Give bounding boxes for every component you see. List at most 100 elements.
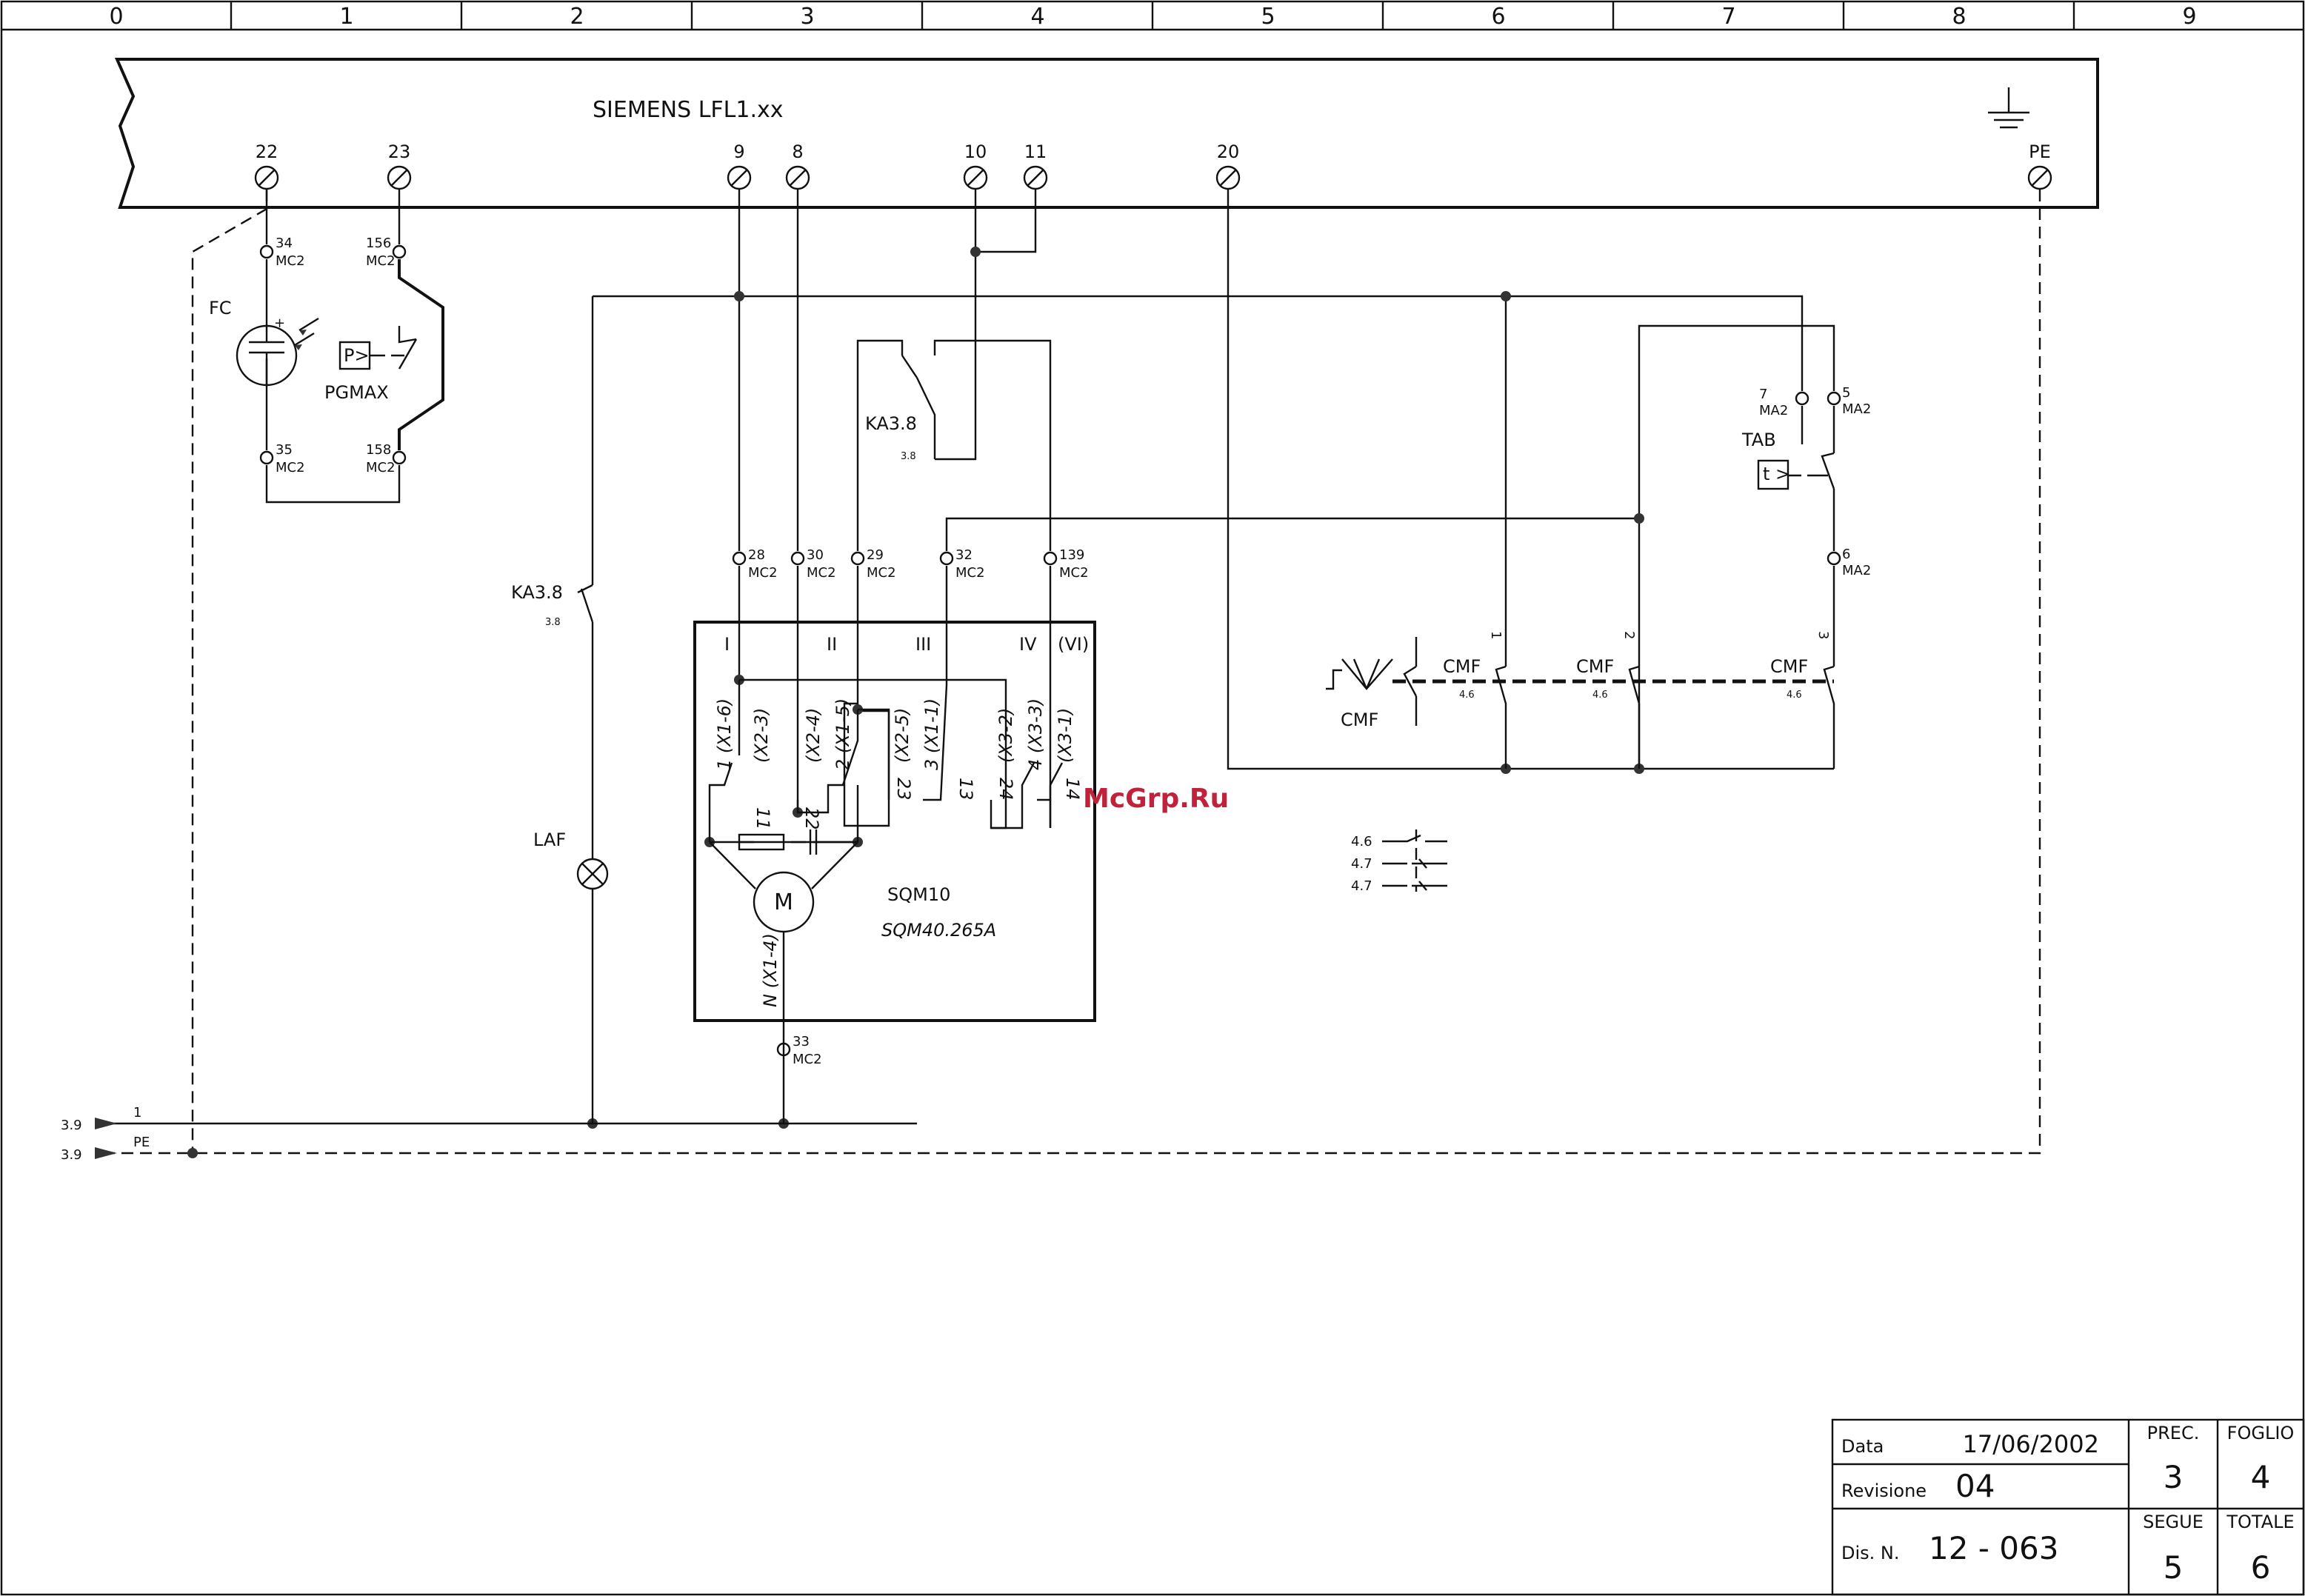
contact-label: 2 (X1-5) (833, 698, 853, 770)
screw-terminal (963, 165, 988, 190)
motor-label: M (774, 889, 793, 915)
lamp-laf: LAF (533, 829, 609, 1123)
contact-number: 11 (753, 807, 773, 830)
terminal-label-10: 10 (964, 141, 987, 162)
cam-label-IV: IV (1019, 634, 1037, 655)
cmf-num-3: 3 (1815, 631, 1831, 639)
zone-0: 0 (109, 4, 123, 30)
totale-label: TOTALE (2226, 1512, 2294, 1532)
zone-8: 8 (1952, 4, 1966, 30)
switch-cmf: CMF CMF CMF CMF 4.6 4.6 4.6 1 2 3 (1326, 631, 1835, 769)
pressure-symbol: P> (344, 345, 370, 366)
screw-terminal (1215, 165, 1241, 190)
revision-label: Revisione (1841, 1480, 1927, 1501)
fc-label: FC (209, 298, 232, 318)
contact-number: 13 (955, 778, 976, 801)
contact-xref: 4.6 4.7 4.7 (1351, 829, 1447, 894)
revision-value: 04 (1955, 1468, 1995, 1504)
totale-value: 6 (2251, 1549, 2271, 1586)
conn-number: 35 (276, 442, 293, 458)
conn-number: 28 (748, 547, 765, 563)
segue-value: 5 (2164, 1549, 2184, 1586)
terminal-label-11: 11 (1024, 141, 1047, 162)
conn-block: MC2 (366, 460, 396, 475)
cmf-c-label: CMF (1770, 656, 1808, 677)
motor-circle (753, 871, 815, 933)
wiring (96, 190, 2041, 1155)
conn-block: MA2 (1842, 563, 1871, 578)
contact-label: (X2-4) (803, 708, 824, 763)
pe-wire-left (191, 190, 268, 1153)
foglio-value: 4 (2251, 1459, 2271, 1495)
segue-label: SEGUE (2143, 1512, 2204, 1532)
sqm-label: SQM10 (887, 884, 950, 905)
terminal-label-20: 20 (1217, 141, 1240, 162)
conn-block: MA2 (1759, 403, 1788, 418)
zone-6: 6 (1491, 4, 1505, 30)
contact-number: 24 (995, 778, 1016, 801)
fc-plus: + (274, 315, 285, 331)
zone-9: 9 (2182, 4, 2196, 30)
conn-number: 29 (867, 547, 884, 563)
zone-5: 5 (1261, 4, 1275, 30)
ka-left-label: KA3.8 (511, 582, 563, 603)
ka-top-ref: 3.8 (901, 451, 916, 462)
timer-symbol: t > (1763, 464, 1790, 484)
controller-box: SIEMENS LFL1.xx (114, 58, 2099, 209)
cmf-a-ref: 4.6 (1459, 690, 1475, 701)
drawing-number-value: 12 - 063 (1929, 1530, 2058, 1566)
terminal-label-pe: PE (2029, 141, 2051, 162)
watermark: McGrp.Ru (1083, 784, 1229, 814)
zone-1: 1 (339, 4, 353, 30)
pressure-switch-pgmax: P> PGMAX (324, 326, 418, 403)
cmf-num-2: 2 (1621, 631, 1637, 639)
timer-tab: t > TAB (1741, 430, 1835, 490)
earth-icon (1988, 87, 2029, 129)
conn-block: MC2 (955, 565, 985, 581)
screw-terminal (785, 165, 810, 190)
zone-ruler: 0 1 2 3 4 5 6 7 8 9 (1, 1, 2304, 31)
terminal-screws (254, 165, 2052, 190)
connector-labels: 34 MC2 156 MC2 35 MC2 158 MC2 28 MC2 30 … (276, 236, 1871, 1067)
terminal-label-22: 22 (256, 141, 278, 162)
cmf-c-ref: 4.6 (1787, 690, 1802, 701)
contact-label: (X2-5) (892, 708, 913, 763)
conn-number: 139 (1059, 547, 1084, 563)
title-block: Data 17/06/2002 Revisione 04 Dis. N. 12 … (1831, 1418, 2305, 1596)
ka-left-ref: 3.8 (545, 617, 561, 628)
zone-4: 4 (1030, 4, 1044, 30)
screw-terminal (2027, 165, 2052, 190)
contact-number: 23 (893, 778, 914, 801)
pe-wire-right (96, 190, 2041, 1155)
photocell-fc: FC + (209, 298, 319, 387)
contact-label: (X2-3) (751, 708, 772, 763)
cam-label-III: III (915, 634, 931, 655)
contact-label: 3 (X1-1) (921, 698, 942, 770)
contact-label: 1 (X1-6) (714, 698, 735, 770)
ka-top-label: KA3.8 (865, 413, 917, 434)
zone-2: 2 (570, 4, 584, 30)
cam-label-VI: (VI) (1058, 634, 1089, 655)
xref-1: 4.6 (1351, 834, 1372, 849)
terminal-label-23: 23 (388, 141, 411, 162)
conn-number: 30 (807, 547, 824, 563)
conn-number: 5 (1842, 385, 1850, 401)
data-label: Data (1841, 1436, 1884, 1457)
screw-terminal (254, 165, 279, 190)
conn-number: 34 (276, 236, 293, 251)
screw-terminal (1023, 165, 1048, 190)
conn-number: 156 (366, 236, 391, 251)
cam-label-I: I (724, 634, 730, 655)
screw-terminal (387, 165, 412, 190)
conn-block: MC2 (807, 565, 836, 581)
sqm-model: SQM40.265A (881, 920, 996, 941)
rail-label-pe: PE (133, 1135, 150, 1150)
conn-block: MC2 (366, 253, 396, 269)
zone-3: 3 (800, 4, 814, 30)
drawing-number-label: Dis. N. (1841, 1543, 1900, 1563)
actuator-sqm: I II III IV (VI) M 1 (X1-6) (X2-3) (X2-4… (693, 621, 1096, 1123)
conn-block: MC2 (748, 565, 778, 581)
conn-number: 158 (366, 442, 391, 458)
conn-block: MC2 (1059, 565, 1089, 581)
